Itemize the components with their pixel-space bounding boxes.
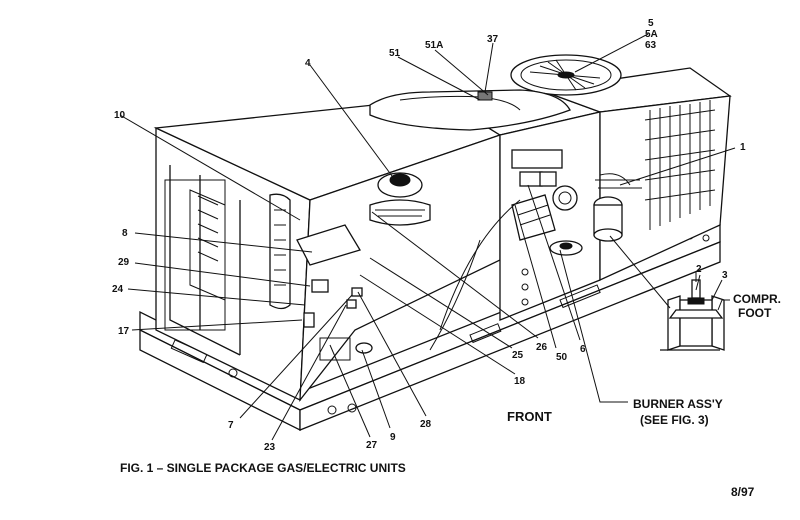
callout-17: 17	[118, 326, 130, 337]
burner-assembly-label-line2: (SEE FIG. 3)	[640, 413, 709, 427]
callout-9: 9	[390, 432, 396, 443]
callout-51a: 51A	[425, 40, 443, 51]
callout-8: 8	[122, 228, 128, 239]
callout-51: 51	[389, 48, 401, 59]
callout-labels: 10 4 51 51A 37 5 5A 63 1 8 29 24 17 7 23…	[112, 18, 746, 453]
unit-cabinet	[139, 54, 732, 432]
callout-29: 29	[118, 257, 130, 268]
callout-1: 1	[740, 142, 746, 153]
callout-26: 26	[536, 342, 548, 353]
front-label: FRONT	[507, 409, 552, 424]
callout-63: 63	[645, 40, 657, 51]
callout-50: 50	[556, 352, 568, 363]
callout-24: 24	[112, 284, 124, 295]
callout-5a: 5A	[645, 29, 658, 40]
callout-4: 4	[305, 58, 311, 69]
callout-37: 37	[487, 34, 499, 45]
callout-5: 5	[648, 18, 654, 29]
callout-10: 10	[114, 110, 126, 121]
compr-foot-label-line1: COMPR.	[733, 292, 781, 306]
compr-foot-label-line2: FOOT	[738, 306, 772, 320]
callout-2: 2	[696, 264, 702, 275]
compressor-foot-detail	[660, 272, 725, 351]
leader-lines	[119, 33, 736, 441]
callout-23: 23	[264, 442, 276, 453]
callout-7: 7	[228, 420, 234, 431]
callout-3: 3	[722, 270, 728, 281]
callout-6: 6	[580, 344, 586, 355]
callout-25: 25	[512, 350, 524, 361]
figure-date: 8/97	[731, 485, 755, 499]
burner-assembly-label-line1: BURNER ASS'Y	[633, 397, 723, 411]
callout-28: 28	[420, 419, 432, 430]
callout-27: 27	[366, 440, 378, 451]
figure-caption: FIG. 1 – SINGLE PACKAGE GAS/ELECTRIC UNI…	[120, 461, 406, 475]
callout-18: 18	[514, 376, 526, 387]
